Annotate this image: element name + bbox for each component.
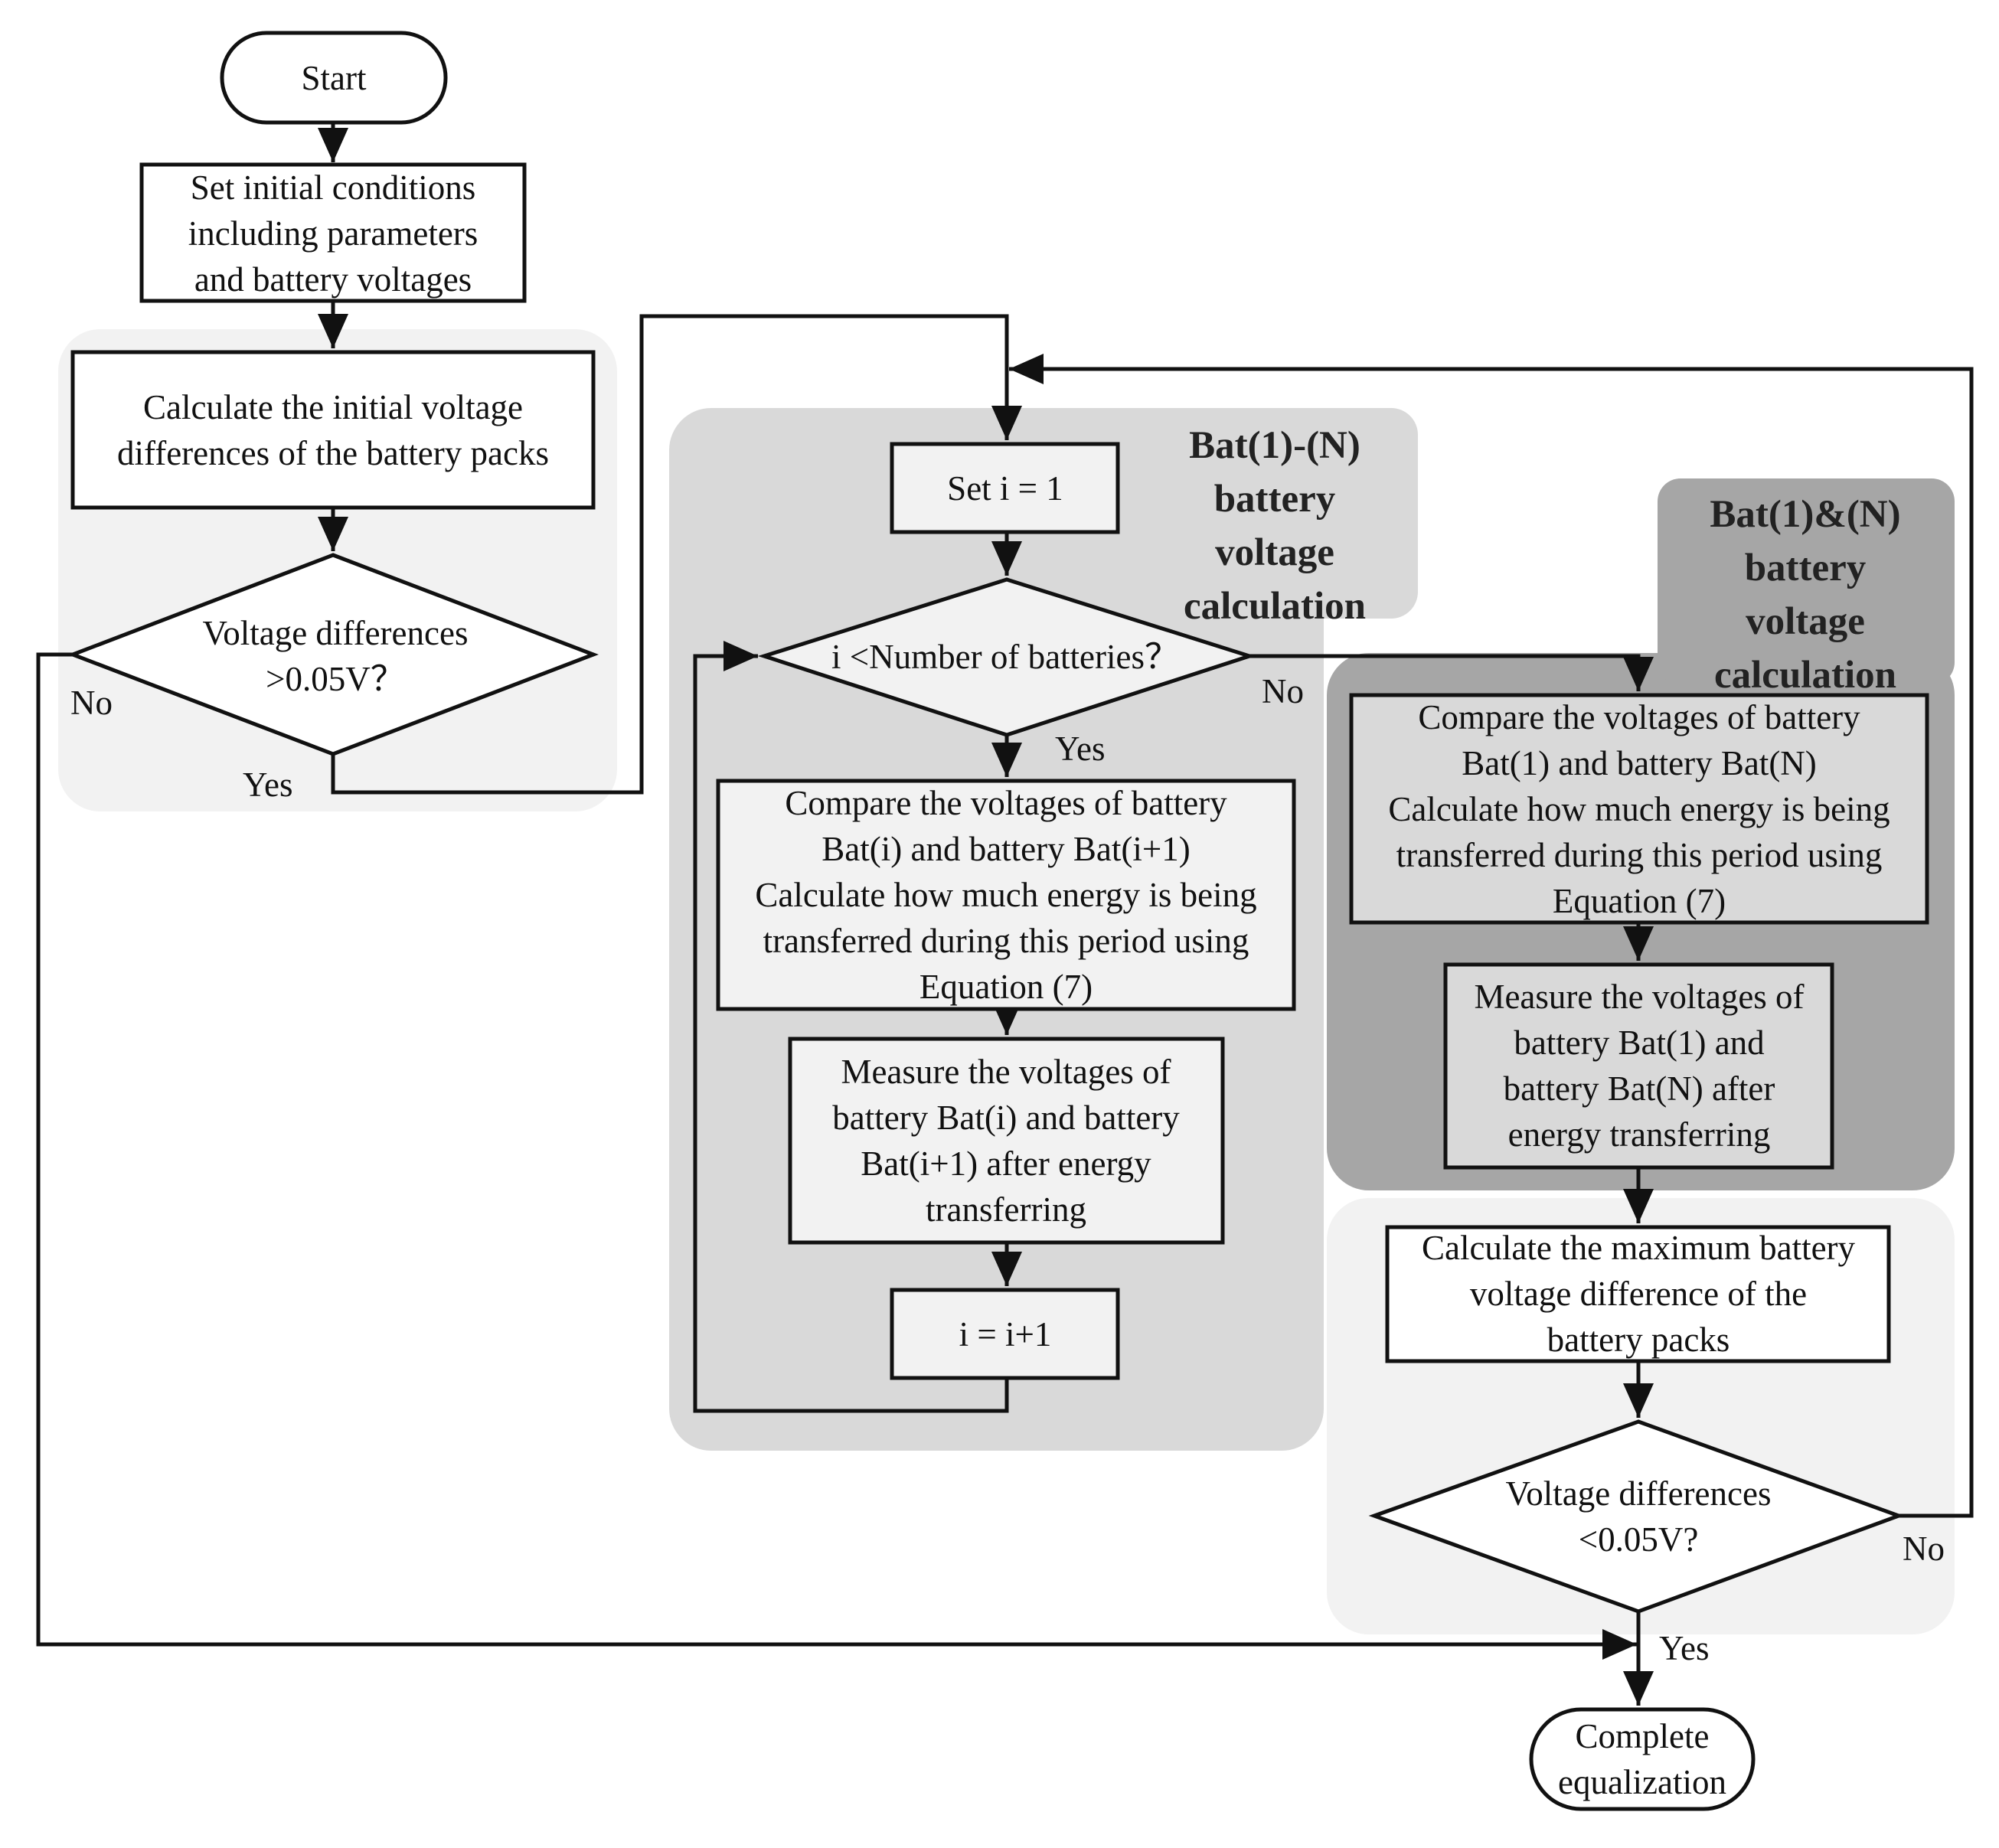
text-line: Bat(i) and battery Bat(i+1) xyxy=(821,830,1190,868)
text-line: Calculate how much energy is being xyxy=(1388,790,1890,828)
text-line: Compare the voltages of battery xyxy=(1418,698,1860,736)
text-line: Equation (7) xyxy=(1553,882,1726,920)
gt-yes-label: Yes xyxy=(243,766,292,804)
loop-group-title: Bat(1)-(N) battery voltage calculation xyxy=(1184,424,1366,628)
text-line: Equation (7) xyxy=(919,968,1093,1006)
text-line: Measure the voltages of xyxy=(841,1053,1171,1091)
calc-max-label: Calculate the maximum battery voltage dif… xyxy=(1422,1229,1856,1359)
text-line: Start xyxy=(302,59,367,97)
text-line: including parameters xyxy=(188,214,479,253)
text-line: voltage xyxy=(1746,600,1865,643)
text-line: Set i = 1 xyxy=(947,469,1063,508)
text-line: Set initial conditions xyxy=(191,168,475,207)
text-line: Bat(1) and battery Bat(N) xyxy=(1462,744,1817,782)
edge-gt-yes-to-set-i xyxy=(331,314,1022,795)
calc-initial-label: Calculate the initial voltage differences… xyxy=(117,388,549,472)
text-line: Calculate the initial voltage xyxy=(143,388,523,426)
decision-i-label: i <Number of batteries？ xyxy=(831,638,1179,676)
text-line: transferred during this period using xyxy=(763,922,1249,960)
set-initial-box xyxy=(139,162,527,303)
text-line: Bat(1)&(N) xyxy=(1710,493,1900,536)
set-i-box xyxy=(890,442,1120,534)
endpoint-group-title-tab xyxy=(1658,478,1955,685)
text-line: calculation xyxy=(1714,654,1896,697)
measure-n-box xyxy=(1443,962,1834,1170)
endpoint-group-title: Bat(1)&(N) battery voltage calculation xyxy=(1710,493,1900,697)
decision-i-diamond xyxy=(757,577,1256,737)
edges xyxy=(36,122,1974,1706)
text-line: energy transferring xyxy=(1508,1115,1771,1154)
text-line: battery xyxy=(1214,478,1336,521)
i-yes-label: Yes xyxy=(1055,730,1105,768)
text-line: i = i+1 xyxy=(959,1315,1052,1353)
text-line: Compare the voltages of battery xyxy=(785,784,1227,822)
text-line: <0.05V? xyxy=(1579,1520,1699,1559)
text-line: battery Bat(i) and battery xyxy=(832,1099,1180,1137)
compare-n-box xyxy=(1349,693,1929,925)
decision-gt-label: Voltage differences >0.05V？ xyxy=(203,614,469,698)
measure-i-box xyxy=(788,1037,1225,1245)
text-line: battery xyxy=(1745,547,1867,589)
decision-lt-diamond xyxy=(1368,1419,1905,1614)
i-no-label: No xyxy=(1262,672,1304,710)
text-line: i <Number of batteries？ xyxy=(831,638,1179,676)
text-line: calculation xyxy=(1184,585,1366,628)
text-line: Bat(i+1) after energy xyxy=(861,1144,1151,1183)
edge-increment-loop-back xyxy=(693,641,1009,1413)
text-line: voltage xyxy=(1215,531,1334,574)
text-line: battery Bat(1) and xyxy=(1514,1024,1764,1062)
lt-no-label: No xyxy=(1903,1530,1945,1568)
text-line: battery packs xyxy=(1547,1321,1730,1359)
start-terminal xyxy=(220,31,448,125)
set-i-label: Set i = 1 xyxy=(947,469,1063,508)
set-initial-label: Set initial conditions including paramete… xyxy=(188,168,479,299)
decision-gt-diamond xyxy=(67,553,599,756)
text-line: Calculate the maximum battery xyxy=(1422,1229,1856,1267)
lt-yes-label: Yes xyxy=(1659,1629,1709,1667)
text-line: Complete xyxy=(1576,1717,1710,1755)
measure-i-label: Measure the voltages of battery Bat(i) an… xyxy=(832,1053,1180,1229)
text-line: equalization xyxy=(1558,1763,1726,1801)
calc-max-box xyxy=(1385,1225,1891,1363)
text-line: Voltage differences xyxy=(1506,1474,1772,1513)
text-line: Calculate how much energy is being xyxy=(755,876,1256,914)
start-label: Start xyxy=(302,59,367,97)
loop-group-title-tab xyxy=(1148,408,1418,619)
edge-lt-no-loop-back xyxy=(1009,354,1974,1518)
text-line: and battery voltages xyxy=(194,260,472,299)
edge-i-no-to-compare-n xyxy=(1249,654,1654,691)
text-line: differences of the battery packs xyxy=(117,434,549,472)
text-line: Voltage differences xyxy=(203,614,469,652)
text-line: battery Bat(N) after xyxy=(1504,1069,1775,1108)
text-line: Bat(1)-(N) xyxy=(1189,424,1360,467)
text-line: Measure the voltages of xyxy=(1474,978,1804,1016)
increment-label: i = i+1 xyxy=(959,1315,1052,1353)
measure-n-label: Measure the voltages of battery Bat(1) an… xyxy=(1474,978,1804,1154)
text-line: transferred during this period using xyxy=(1396,836,1883,874)
increment-box xyxy=(890,1288,1120,1380)
complete-terminal xyxy=(1529,1707,1756,1811)
text-line: >0.05V？ xyxy=(266,660,405,698)
decision-lt-label: Voltage differences <0.05V? xyxy=(1506,1474,1772,1559)
text-line: transferring xyxy=(926,1190,1086,1229)
complete-label: Complete equalization xyxy=(1558,1717,1726,1801)
edge-gt-no-to-complete xyxy=(36,652,1637,1660)
compare-i-box xyxy=(716,779,1296,1011)
text-line: voltage difference of the xyxy=(1470,1275,1807,1313)
calc-initial-box xyxy=(70,350,596,510)
gt-no-label: No xyxy=(70,684,113,722)
